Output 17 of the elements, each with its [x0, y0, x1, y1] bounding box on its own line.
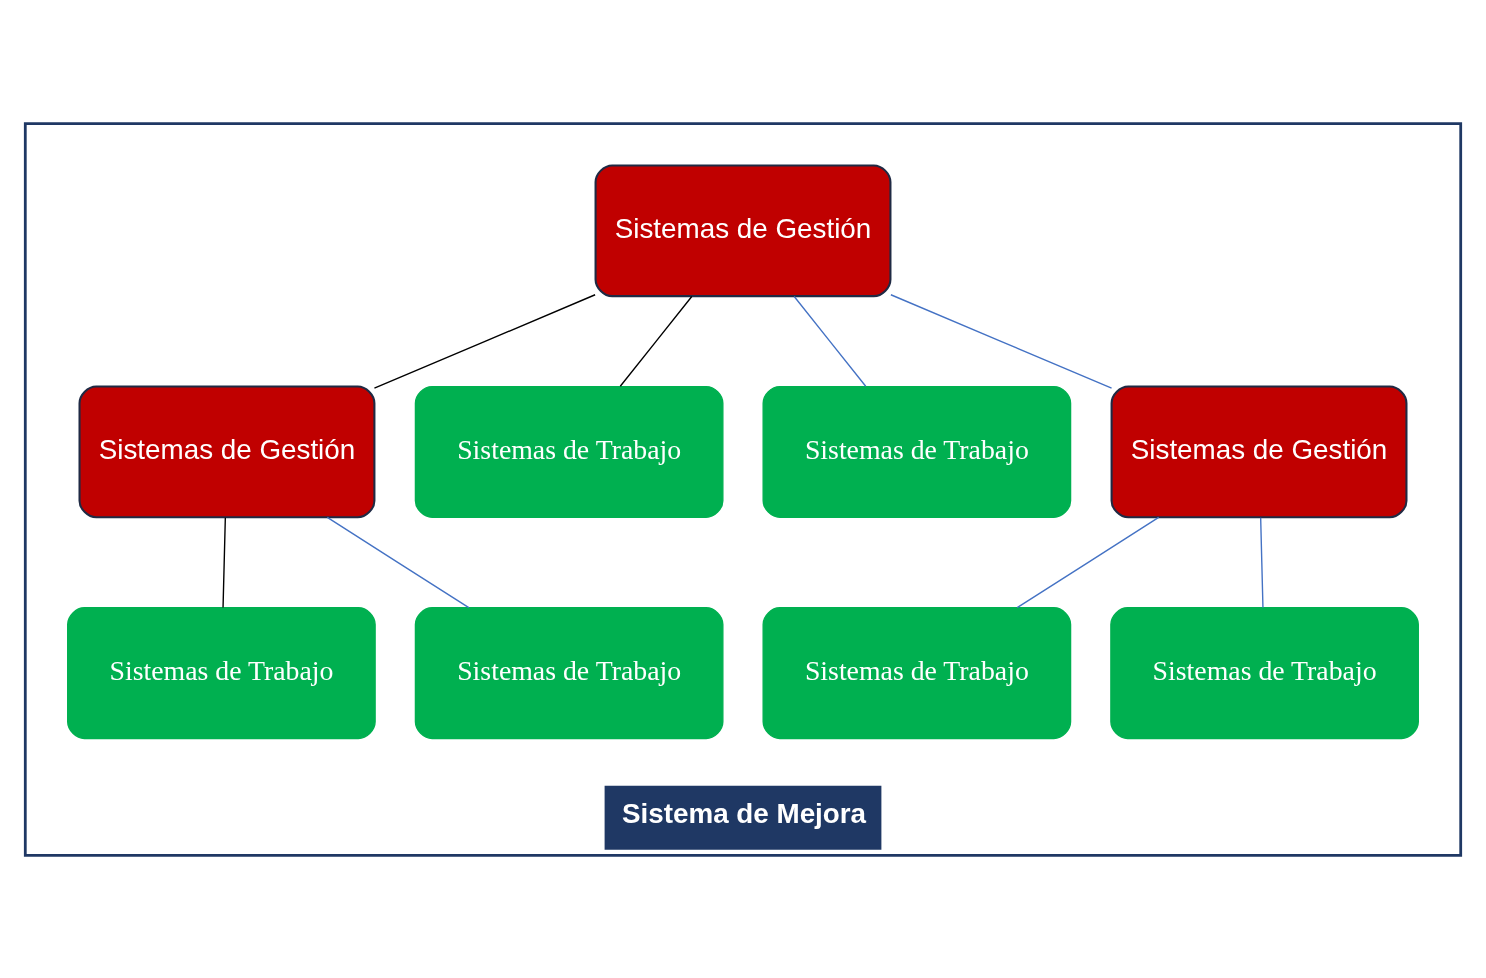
connector	[1259, 516, 1264, 608]
connector	[1016, 516, 1160, 608]
node-box: Sistemas de Trabajo	[414, 385, 724, 518]
connector	[793, 295, 867, 387]
connector	[619, 295, 693, 387]
node-box: Sistemas de Trabajo	[67, 606, 376, 739]
connector	[222, 516, 227, 608]
connector	[373, 293, 596, 389]
connector	[326, 516, 470, 608]
node-box: Sistemas de Trabajo	[762, 606, 1072, 739]
node-box: Sistemas de Gestión	[78, 385, 376, 518]
node-box: Sistemas de Trabajo	[414, 606, 724, 739]
node-box: Sistemas de Trabajo	[1110, 606, 1419, 739]
connector	[890, 293, 1113, 389]
node-box: Sistemas de Trabajo	[762, 385, 1072, 518]
node-box: Sistemas de Gestión	[594, 163, 892, 297]
node-box: Sistemas de Gestión	[1110, 385, 1408, 518]
